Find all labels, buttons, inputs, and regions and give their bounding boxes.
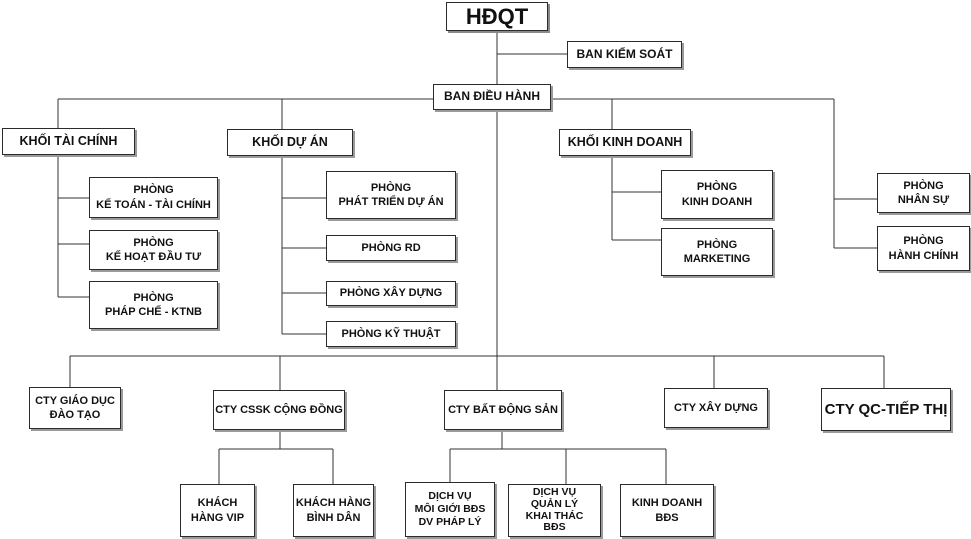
accounting-finance-dept-node: PHÒNG KẾ TOÁN - TÀI CHÍNH [89,177,218,218]
unit-label: BÌNH DÂN [306,511,361,524]
board-node: HĐQT [446,2,548,31]
property-management-unit-node: DỊCH VỤ QUẢN LÝ KHAI THÁC BĐS [508,484,601,537]
dept-label: PHÒNG KỸ THUẬT [341,327,441,340]
real-estate-trading-unit-node: KINH DOANH BĐS [620,484,714,537]
unit-label: BĐS [655,511,679,524]
dept-label: PHÒNG [133,236,174,249]
dept-label: PHÒNG [696,181,738,194]
executive-board-node: BAN ĐIỀU HÀNH [433,84,551,110]
unit-label: DỊCH VỤ [428,489,472,502]
dept-label: PHÁT TRIỂN DỰ ÁN [338,196,444,208]
community-health-company-node: CTY CSSK CỘNG ĐỒNG [213,390,345,430]
dept-label: PHÒNG [133,291,174,304]
general-customer-unit-node: KHÁCH HÀNG BÌNH DÂN [293,484,374,537]
company-label: CTY BẤT ĐỘNG SẢN [448,403,558,416]
rd-dept-node: PHÒNG RD [326,235,456,261]
dept-label: PHÒNG RD [361,241,421,254]
dept-label: PHÒNG [903,235,944,248]
brokerage-legal-service-unit-node: DỊCH VỤ MÔI GIỚI BĐS DV PHÁP LÝ [405,482,495,537]
hr-dept-node: PHÒNG NHÂN SỰ [877,173,970,213]
admin-dept-node: PHÒNG HÀNH CHÍNH [877,226,970,271]
unit-label: KHAI THÁC [525,509,584,522]
company-label: CTY QC-TIẾP THỊ [824,400,948,418]
company-label: CTY GIÁO DỤC [35,394,115,407]
dept-label: KẾ TOÁN - TÀI CHÍNH [96,198,211,211]
unit-label: QUẢN LÝ [530,497,579,510]
sales-dept-node: PHÒNG KINH DOANH [661,170,773,219]
dept-label: PHÒNG [903,179,944,192]
unit-label: BĐS [543,521,566,534]
finance-block-node: KHỐI TÀI CHÍNH [2,128,135,155]
executive-board-label: BAN ĐIỀU HÀNH [444,89,540,104]
technical-dept-node: PHÒNG KỸ THUẬT [326,321,456,347]
project-development-dept-node: PHÒNG PHÁT TRIỂN DỰ ÁN [326,171,456,219]
marketing-dept-node: PHÒNG MARKETING [661,228,773,276]
unit-label: DỊCH VỤ [532,486,577,499]
dept-label: PHÒNG [696,238,738,251]
control-board-label: BAN KIỂM SOÁT [576,46,673,61]
dept-label: PHÁP CHẾ - KTNB [105,306,202,318]
company-label: ĐÀO TẠO [49,409,101,421]
education-company-node: CTY GIÁO DỤC ĐÀO TẠO [29,387,121,429]
control-board-node: BAN KIỂM SOÁT [567,41,682,68]
real-estate-company-node: CTY BẤT ĐỘNG SẢN [444,390,562,430]
business-block-node: KHỐI KINH DOANH [559,129,691,156]
advertising-company-node: CTY QC-TIẾP THỊ [821,388,951,431]
dept-label: KINH DOANH [681,195,753,208]
construction-company-node: CTY XÂY DỰNG [664,388,768,428]
unit-label: KINH DOANH [631,497,703,510]
unit-label: KHÁCH [197,497,238,510]
dept-label: HÀNH CHÍNH [888,249,959,262]
investment-planning-dept-node: PHÒNG KẾ HOẠT ĐẦU TƯ [89,230,218,270]
dept-label: PHÒNG [370,181,412,194]
dept-label: KẾ HOẠT ĐẦU TƯ [105,251,202,263]
finance-block-label: KHỐI TÀI CHÍNH [19,134,118,149]
company-label: CTY XÂY DỰNG [674,401,758,414]
business-block-label: KHỐI KINH DOANH [567,135,683,150]
unit-label: MÔI GIỚI BĐS [414,502,486,515]
unit-label: KHÁCH HÀNG [295,497,372,510]
project-block-label: KHỐI DỰ ÁN [252,135,328,150]
vip-customer-unit-node: KHÁCH HÀNG VIP [180,484,255,537]
company-label: CTY CSSK CỘNG ĐỒNG [215,403,343,416]
dept-label: PHÒNG [133,184,174,197]
unit-label: DV PHÁP LÝ [418,516,482,529]
board-label: HĐQT [465,3,529,29]
dept-label: PHÒNG XÂY DỰNG [339,287,443,300]
dept-label: MARKETING [683,253,751,265]
construction-dept-node: PHÒNG XÂY DỰNG [326,281,456,306]
unit-label: HÀNG VIP [190,511,245,524]
legal-audit-dept-node: PHÒNG PHÁP CHẾ - KTNB [89,281,218,329]
project-block-node: KHỐI DỰ ÁN [227,129,353,156]
dept-label: NHÂN SỰ [897,194,950,206]
